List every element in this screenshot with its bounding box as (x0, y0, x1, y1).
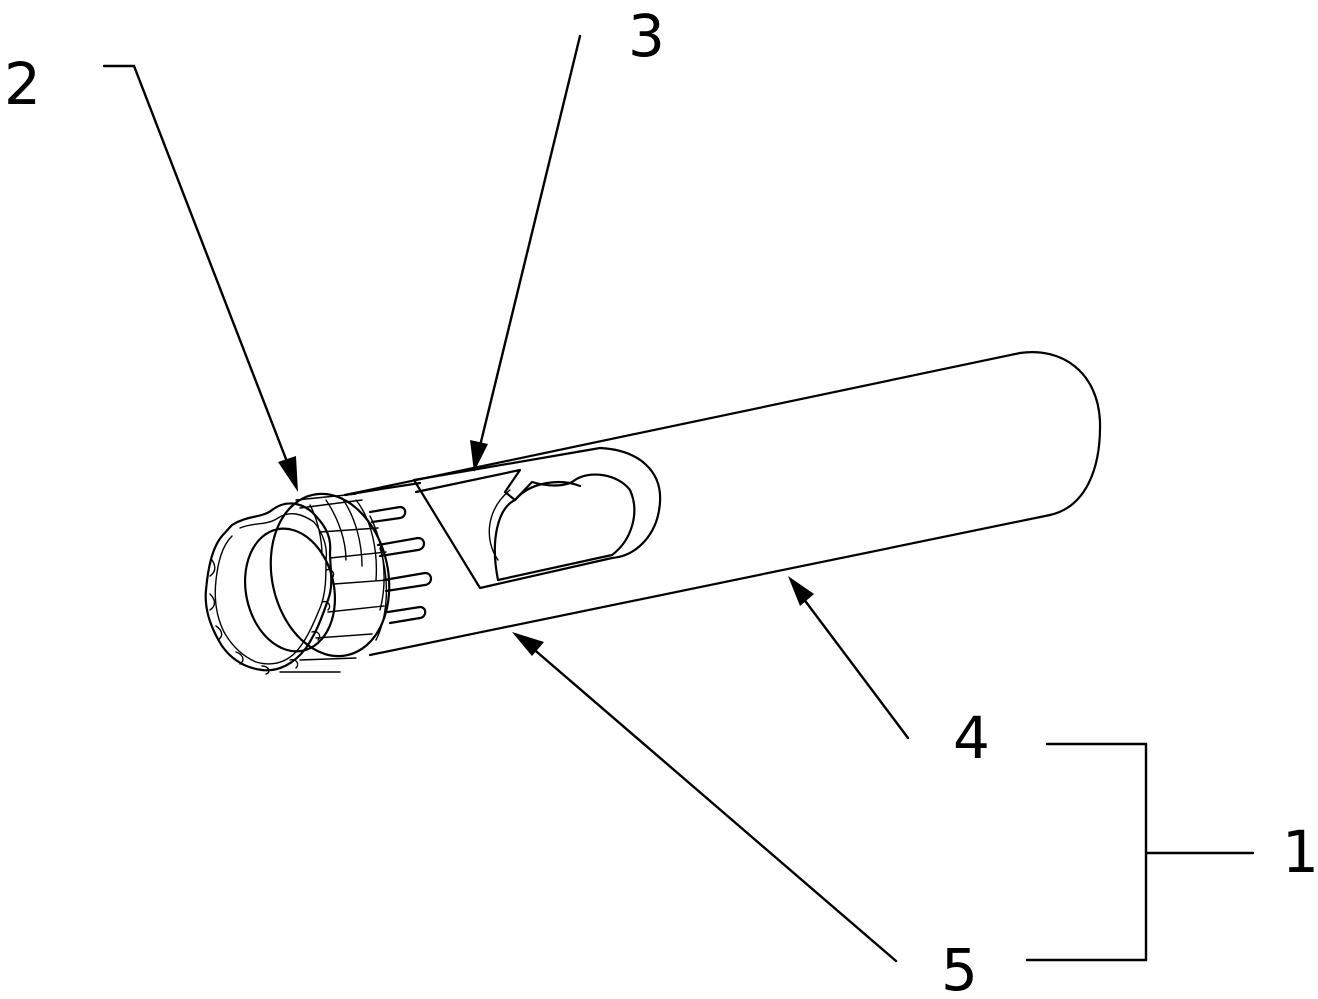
scallop-3 (215, 625, 223, 641)
slot-1 (368, 505, 407, 524)
leader-5-arrowhead (512, 632, 544, 656)
knurl-ridge-5 (333, 579, 389, 585)
callout-3: 3 (628, 2, 665, 70)
scallop-8 (321, 600, 331, 611)
leader-3-line (477, 34, 582, 452)
knurl-flute-5 (369, 515, 385, 611)
scallop-7 (311, 630, 321, 641)
slot-5 (343, 481, 422, 497)
knurl-ridge-7 (315, 633, 373, 639)
leader-3-arrowhead (470, 440, 488, 472)
knurl-flute-2 (325, 499, 347, 561)
head-bevel-ring (214, 512, 328, 665)
leader-5-line (528, 644, 898, 963)
scallop-1 (209, 559, 216, 577)
callout-4: 4 (953, 704, 990, 772)
knurl-ridge-8 (299, 657, 357, 661)
leader-5 (512, 632, 898, 963)
knurl-ridge-4 (329, 551, 387, 559)
knurl-flute-6 (375, 547, 388, 641)
scallop-4 (235, 651, 244, 665)
leader-4 (788, 576, 910, 740)
slot-2 (376, 536, 426, 558)
slot-3 (382, 571, 433, 593)
knurl-ridge-6 (327, 605, 385, 613)
callout-5: 5 (941, 936, 978, 999)
scallop-2 (209, 593, 216, 611)
slot-4 (386, 605, 427, 625)
head-bore (243, 527, 337, 653)
window-outer-contour (412, 446, 662, 590)
body-slots (343, 481, 433, 625)
leader-2 (102, 64, 298, 492)
knurl-flute-3 (341, 497, 363, 567)
knurl-ridge-1 (295, 493, 357, 501)
tube-body (343, 351, 1102, 657)
bracket-line (1025, 742, 1148, 962)
leader-4-line (798, 592, 910, 740)
bracket-1 (1025, 742, 1255, 962)
head-back-ring (269, 492, 391, 658)
window-opening (412, 446, 662, 590)
scallop-6 (289, 658, 299, 669)
knurl-flute-4 (355, 499, 378, 581)
head-front-face-outer (204, 502, 333, 672)
leader-2-arrowhead (278, 456, 298, 492)
tube-upper-edge (343, 351, 1022, 497)
knurl-ridge-3 (319, 527, 379, 533)
window-inner-boss (493, 473, 636, 582)
tube-lower-edge (368, 513, 1052, 657)
tube-end-cap (1018, 351, 1102, 517)
leader-4-arrowhead (788, 576, 814, 606)
callout-2: 2 (4, 50, 41, 118)
knurled-head (204, 492, 391, 675)
leader-2-line (102, 64, 293, 474)
scallop-9 (325, 568, 335, 579)
callout-1: 1 (1282, 818, 1318, 886)
leader-3 (470, 34, 582, 472)
scallop-5 (261, 665, 270, 675)
window-boss-inner-line (488, 489, 511, 561)
